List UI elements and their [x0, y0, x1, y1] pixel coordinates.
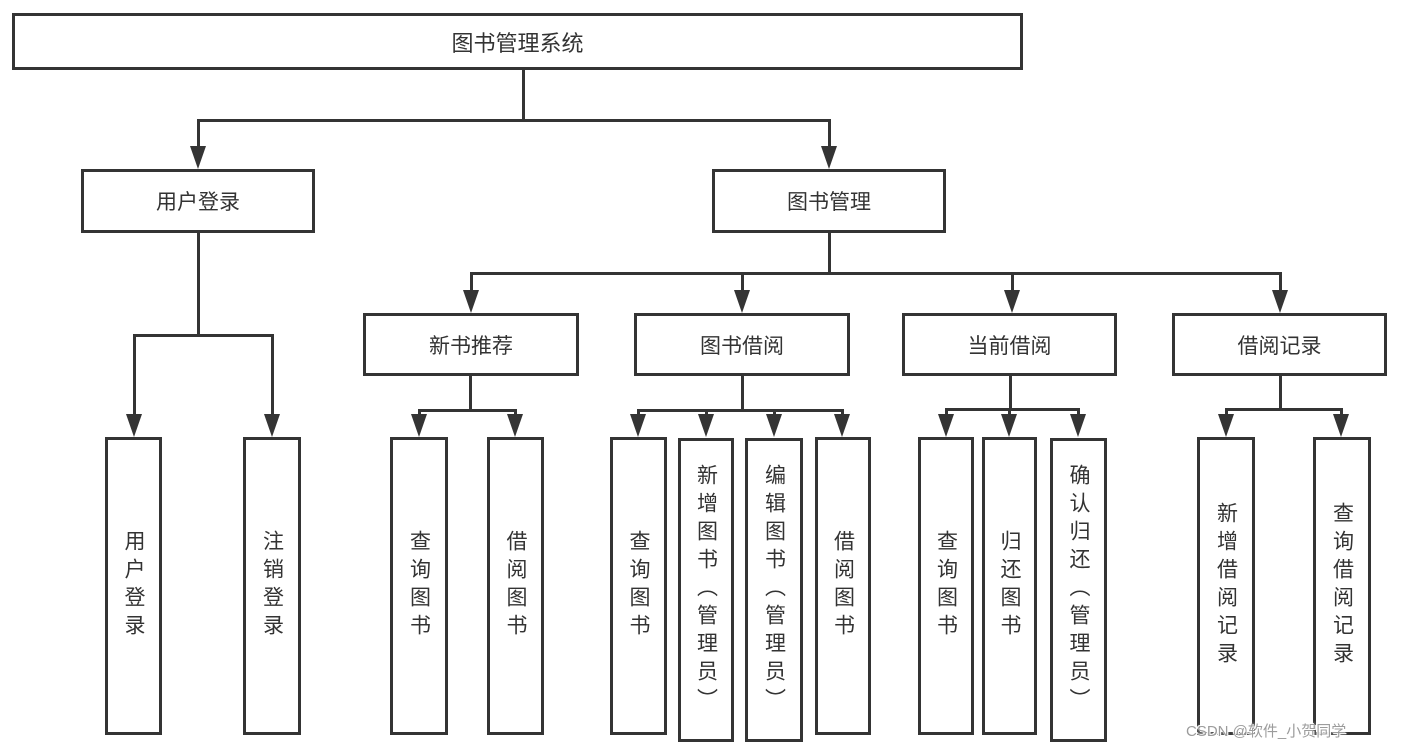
connector-line [470, 272, 1282, 275]
connector-line [1011, 272, 1014, 292]
arrowhead-icon [411, 414, 427, 437]
node-query-borrow-record: 查询借阅记录 [1313, 437, 1371, 735]
connector-line [197, 119, 200, 148]
node-book-management: 图书管理 [712, 169, 946, 233]
connector-line [1077, 408, 1080, 416]
arrowhead-icon [834, 414, 850, 437]
arrowhead-icon [698, 414, 714, 437]
connector-line [418, 409, 421, 416]
connector-line [1340, 408, 1343, 416]
connector-line [418, 409, 517, 412]
connector-line [637, 409, 640, 416]
connector-line [469, 375, 472, 411]
node-add-borrow-record: 新增借阅记录 [1197, 437, 1255, 735]
arrowhead-icon [1001, 414, 1017, 437]
arrowhead-icon [938, 414, 954, 437]
csdn-watermark: CSDN @软件_小贺同学 [1186, 723, 1347, 740]
connector-line [133, 334, 136, 416]
node-return-book: 归还图书 [982, 437, 1037, 735]
arrowhead-icon [190, 146, 206, 169]
node-library-system: 图书管理系统 [12, 13, 1023, 70]
arrowhead-icon [463, 290, 479, 313]
node-query-books-current: 查询图书 [918, 437, 974, 735]
connector-line [197, 233, 200, 337]
arrowhead-icon [734, 290, 750, 313]
arrowhead-icon [1218, 414, 1234, 437]
connector-line [741, 272, 744, 292]
connector-line [197, 119, 831, 122]
arrowhead-icon [264, 414, 280, 437]
node-new-book-recommend: 新书推荐 [363, 313, 579, 376]
connector-line [514, 409, 517, 416]
arrowhead-icon [126, 414, 142, 437]
connector-line [1279, 272, 1282, 292]
connector-line [1279, 375, 1282, 410]
connector-line [841, 409, 844, 416]
connector-line [945, 408, 948, 416]
node-add-book-admin: 新增图书（管理员） [678, 438, 734, 742]
connector-line [773, 409, 776, 416]
node-book-borrowing: 图书借阅 [634, 313, 850, 376]
node-query-books-recommend: 查询图书 [390, 437, 448, 735]
arrowhead-icon [630, 414, 646, 437]
connector-line [828, 233, 831, 275]
node-logout: 注销登录 [243, 437, 301, 735]
node-borrow-books-recommend: 借阅图书 [487, 437, 544, 735]
connector-line [470, 272, 473, 292]
connector-line [945, 408, 1079, 411]
arrowhead-icon [766, 414, 782, 437]
connector-line [1008, 408, 1011, 416]
connector-line [133, 334, 274, 337]
node-user-login-leaf: 用户登录 [105, 437, 162, 735]
connector-line [1009, 375, 1012, 410]
node-confirm-return-admin: 确认归还（管理员） [1050, 438, 1107, 742]
arrowhead-icon [1333, 414, 1349, 437]
connector-line [637, 409, 844, 412]
connector-line [522, 69, 525, 121]
node-current-borrowing: 当前借阅 [902, 313, 1117, 376]
arrowhead-icon [1004, 290, 1020, 313]
connector-line [828, 119, 831, 148]
arrowhead-icon [1272, 290, 1288, 313]
connector-line [1225, 408, 1228, 416]
node-borrowing-records: 借阅记录 [1172, 313, 1387, 376]
connector-line [741, 375, 744, 411]
node-user-login: 用户登录 [81, 169, 315, 233]
arrowhead-icon [507, 414, 523, 437]
node-borrow-books-borrowing: 借阅图书 [815, 437, 871, 735]
node-edit-book-admin: 编辑图书（管理员） [745, 438, 803, 742]
connector-line [271, 334, 274, 416]
connector-line [1225, 408, 1343, 411]
arrowhead-icon [1070, 414, 1086, 437]
connector-line [705, 409, 708, 416]
node-query-books-borrowing: 查询图书 [610, 437, 667, 735]
arrowhead-icon [821, 146, 837, 169]
